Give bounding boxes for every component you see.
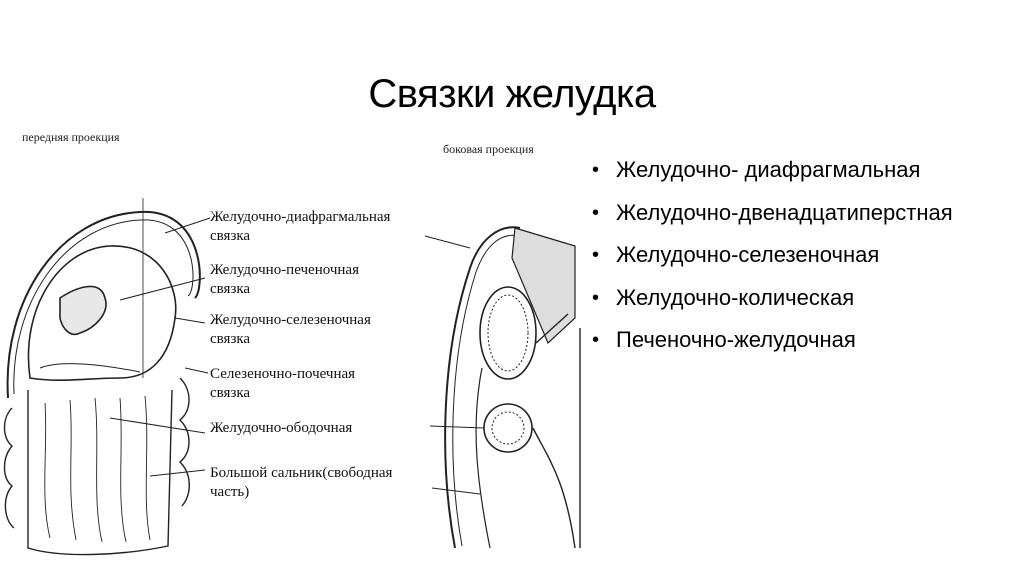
- list-item-text: Желудочно- диафрагмальная: [616, 157, 921, 182]
- side-view-outline: [444, 226, 521, 549]
- stomach-section: [479, 286, 537, 380]
- stomach-outline: [27, 245, 177, 382]
- ligament-list: • Желудочно- диафрагмальная • Желудочно-дв…: [590, 152, 1024, 365]
- figure-label: связка: [210, 228, 251, 244]
- list-item-text: Желудочно-селезеночная: [616, 242, 880, 267]
- slide-title: Связки желудка: [368, 72, 656, 116]
- figure-label: часть): [210, 484, 250, 500]
- list-item-text: Печеночно-желудочная: [616, 327, 856, 352]
- front-view-caption: передняя проекция: [22, 130, 120, 144]
- figure-label: Большой сальник(свободная: [210, 465, 393, 481]
- figure-label: Селезеночно-почечная: [210, 366, 356, 382]
- figure-label: Желудочно-печеночная: [210, 262, 359, 278]
- figure-label: Желудочно-диафрагмальная: [210, 209, 391, 225]
- list-item-text: Желудочно-колическая: [616, 284, 855, 310]
- figure-label: Желудочно-ободочная: [210, 420, 353, 436]
- list-item: • Желудочно-селезеночная: [590, 237, 1024, 280]
- figure-label: связка: [210, 281, 251, 297]
- list-item: • Желудочно-двенадцатиперстная: [590, 195, 1024, 238]
- list-item: • Печеночно-желудочная: [590, 322, 1024, 365]
- bullet-icon: •: [592, 201, 600, 224]
- figure-label: Желудочно-селезеночная: [210, 312, 371, 328]
- colon-section: [483, 403, 533, 453]
- anatomy-drawing: [3, 198, 581, 556]
- list-item: • Желудочно-колическая: [590, 280, 1024, 323]
- bullet-icon: •: [592, 159, 600, 181]
- bullet-icon: •: [592, 286, 600, 309]
- list-item: • Желудочно- диафрагмальная: [590, 152, 1024, 195]
- figure-label: связка: [210, 331, 251, 347]
- figure-label: связка: [210, 385, 251, 401]
- bullet-icon: •: [592, 329, 600, 351]
- greater-omentum: [27, 389, 173, 556]
- list-item-text: Желудочно-двенадцатиперстная: [616, 199, 953, 225]
- diaphragm-outline: [6, 210, 201, 399]
- stomach-ligaments-figure: передняя проекция боковая проекция Желуд…: [0, 128, 600, 574]
- bullet-icon: •: [592, 244, 600, 266]
- side-view-caption: боковая проекция: [443, 142, 534, 156]
